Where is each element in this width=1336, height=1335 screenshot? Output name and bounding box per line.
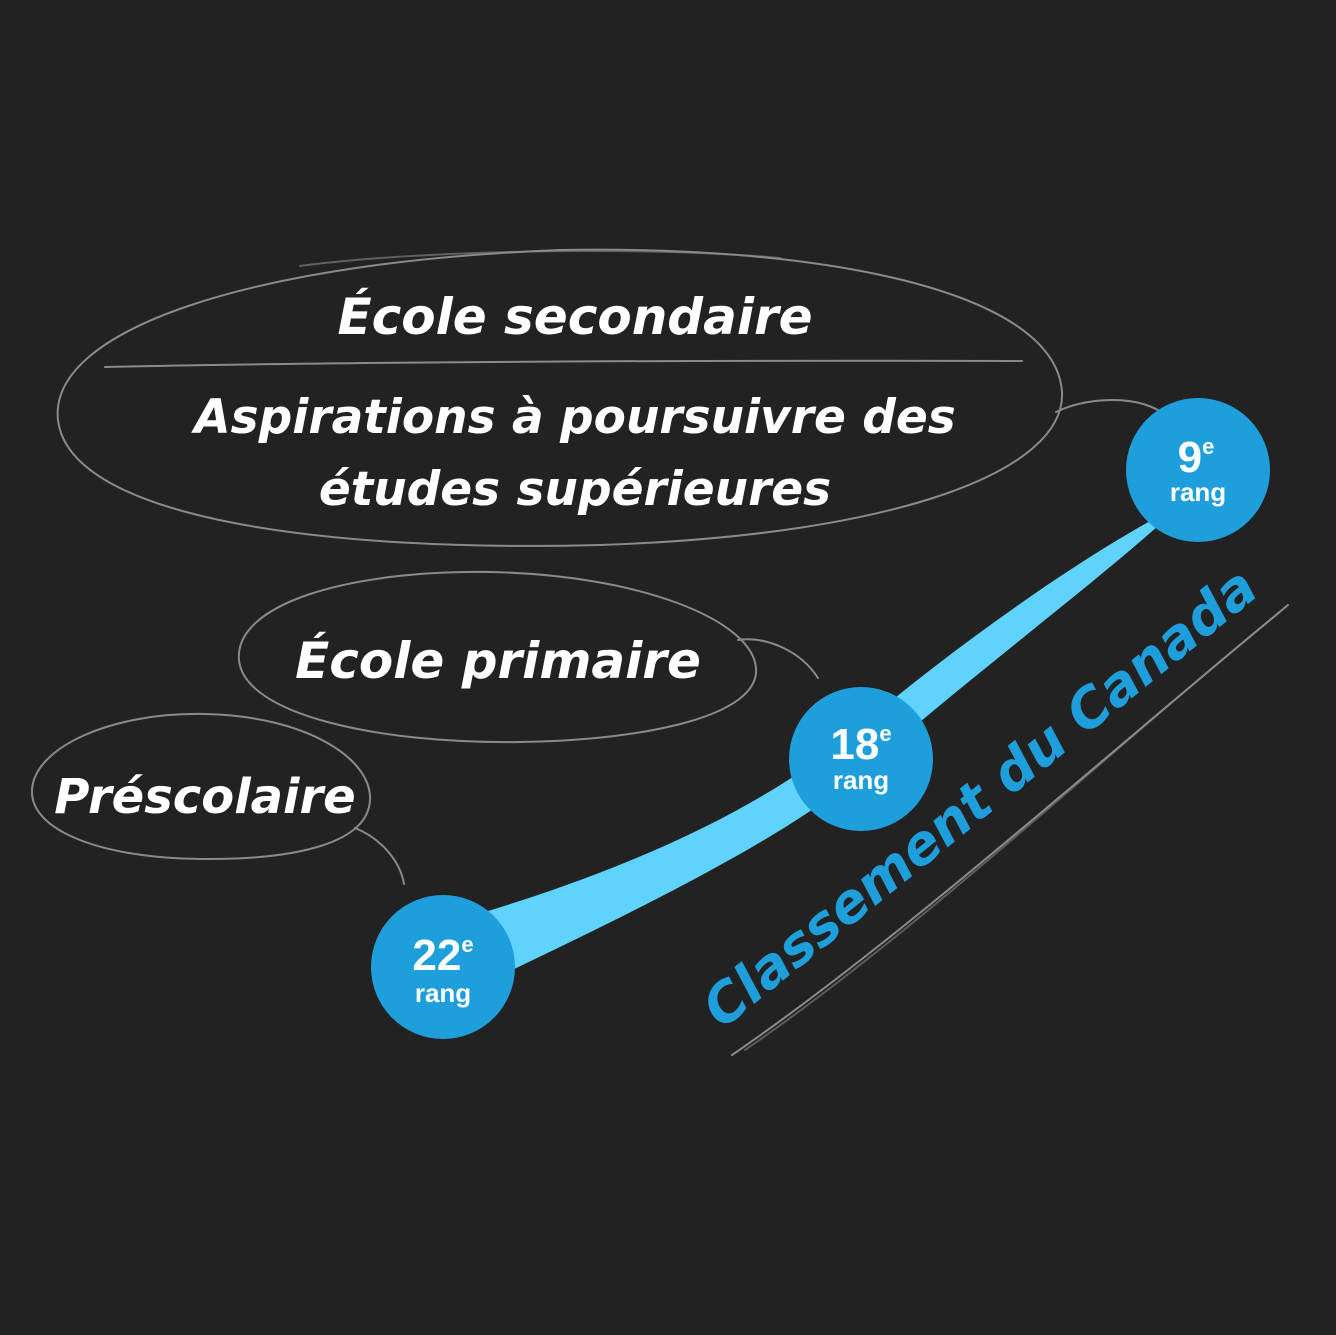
bubble-preschool-outline: [30, 712, 372, 861]
rank-primary-suffix: e: [879, 721, 891, 746]
bubble-preschool-tail: [354, 827, 405, 885]
bubble-secondary-subtitle-line1: Aspirations à poursuivre des: [190, 390, 955, 445]
rank-preschool-word: rang: [415, 978, 471, 1008]
rank-preschool-number: 22: [412, 931, 461, 980]
rank-circle-primary-value: 18e: [830, 720, 891, 769]
rank-secondary-word: rang: [1170, 477, 1226, 507]
bubble-preschool: Préscolaire: [30, 712, 405, 885]
rank-circle-secondary-disc: [1126, 398, 1270, 542]
rank-progress-ribbon: [440, 520, 1158, 990]
rank-primary-word: rang: [833, 765, 889, 795]
rank-primary-number: 18: [830, 720, 879, 769]
bubble-secondary-title: École secondaire: [337, 287, 812, 346]
bubble-secondary-outline-echo: [299, 250, 781, 267]
ranking-axis-line: [731, 604, 1289, 1056]
bubble-secondary-divider: [104, 359, 1023, 368]
bubble-secondary-outline: [56, 248, 1064, 547]
rank-secondary-number: 9: [1178, 433, 1202, 482]
bubble-primary: École primaire: [237, 570, 819, 744]
rank-circle-preschool-disc: [371, 895, 515, 1039]
rank-secondary-suffix: e: [1202, 434, 1214, 459]
rank-preschool-suffix: e: [461, 932, 473, 957]
rank-circle-preschool: 22e rang: [371, 895, 515, 1039]
rank-circle-secondary-value: 9e: [1178, 433, 1215, 482]
bubble-secondary-tail: [1055, 399, 1159, 413]
bubble-preschool-title: Préscolaire: [54, 769, 355, 825]
rank-circle-primary: 18e rang: [789, 687, 933, 831]
bubble-primary-title: École primaire: [295, 631, 701, 690]
ranking-axis-line-echo: [744, 611, 1281, 1051]
bubble-secondary: École secondaire Aspirations à poursuivr…: [56, 248, 1159, 547]
rank-circle-primary-disc: [789, 687, 933, 831]
bubble-secondary-subtitle-line2: études supérieures: [319, 462, 831, 517]
bubble-primary-outline: [237, 570, 758, 744]
rank-circle-preschool-value: 22e: [412, 931, 473, 980]
bubble-primary-tail: [737, 638, 819, 679]
rank-circle-secondary: 9e rang: [1126, 398, 1270, 542]
